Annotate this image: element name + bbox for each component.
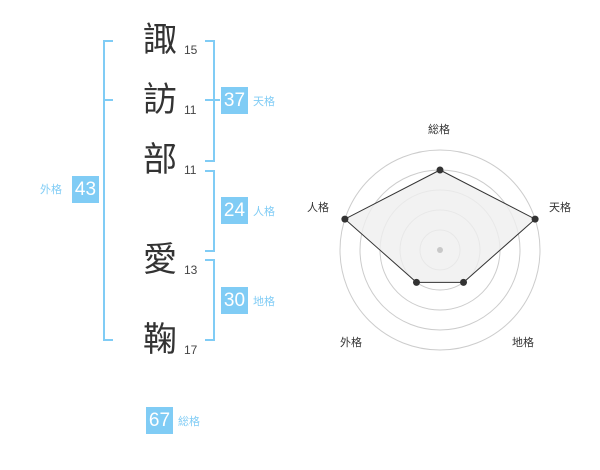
gaikaku-label: 外格: [40, 183, 62, 196]
chikaku-value: 30: [221, 287, 248, 314]
name-char-2: 訪: [143, 80, 177, 120]
radar-axis-label-chikaku: 地格: [512, 336, 534, 349]
tenkaku-bracket-tick: [205, 99, 220, 101]
soukaku-value: 67: [146, 407, 173, 434]
gaikaku-bracket-tick: [103, 99, 113, 101]
jinkaku-label: 人格: [253, 205, 275, 218]
jinkaku-value: 24: [221, 197, 248, 224]
chikaku-bracket: [205, 259, 215, 341]
radar-polygon: [344, 169, 536, 283]
radar-point-1: [531, 215, 539, 223]
radar-axis-label-gaikaku: 外格: [340, 336, 362, 349]
tenkaku-label: 天格: [253, 95, 275, 108]
stroke-count-1: 15: [184, 43, 198, 57]
chikaku-label: 地格: [253, 295, 275, 308]
radar-axis-label-tenkaku: 天格: [549, 201, 571, 214]
name-char-5: 鞠: [143, 320, 177, 360]
tenkaku-bracket: [205, 40, 215, 162]
stroke-count-2: 11: [184, 103, 197, 117]
radar-point-3: [412, 278, 420, 286]
gaikaku-value: 43: [72, 176, 99, 203]
radar-axis-label-soukaku: 総格: [428, 123, 450, 136]
radar-axis-label-jinkaku: 人格: [307, 201, 329, 214]
radar-center-dot: [437, 247, 443, 253]
name-char-3: 部: [143, 140, 177, 180]
gaikaku-bracket: [103, 40, 113, 341]
radar-ring: [339, 149, 541, 351]
jinkaku-bracket: [205, 170, 215, 252]
tenkaku-value: 37: [221, 87, 248, 114]
stroke-count-5: 17: [184, 343, 198, 357]
name-char-1: 諏: [143, 20, 177, 60]
stroke-count-4: 13: [184, 263, 198, 277]
name-char-4: 愛: [143, 240, 177, 280]
radar-point-0: [436, 166, 444, 174]
stroke-count-3: 11: [184, 163, 197, 177]
soukaku-label: 総格: [178, 415, 200, 428]
radar-point-2: [460, 278, 468, 286]
radar-point-4: [341, 215, 349, 223]
